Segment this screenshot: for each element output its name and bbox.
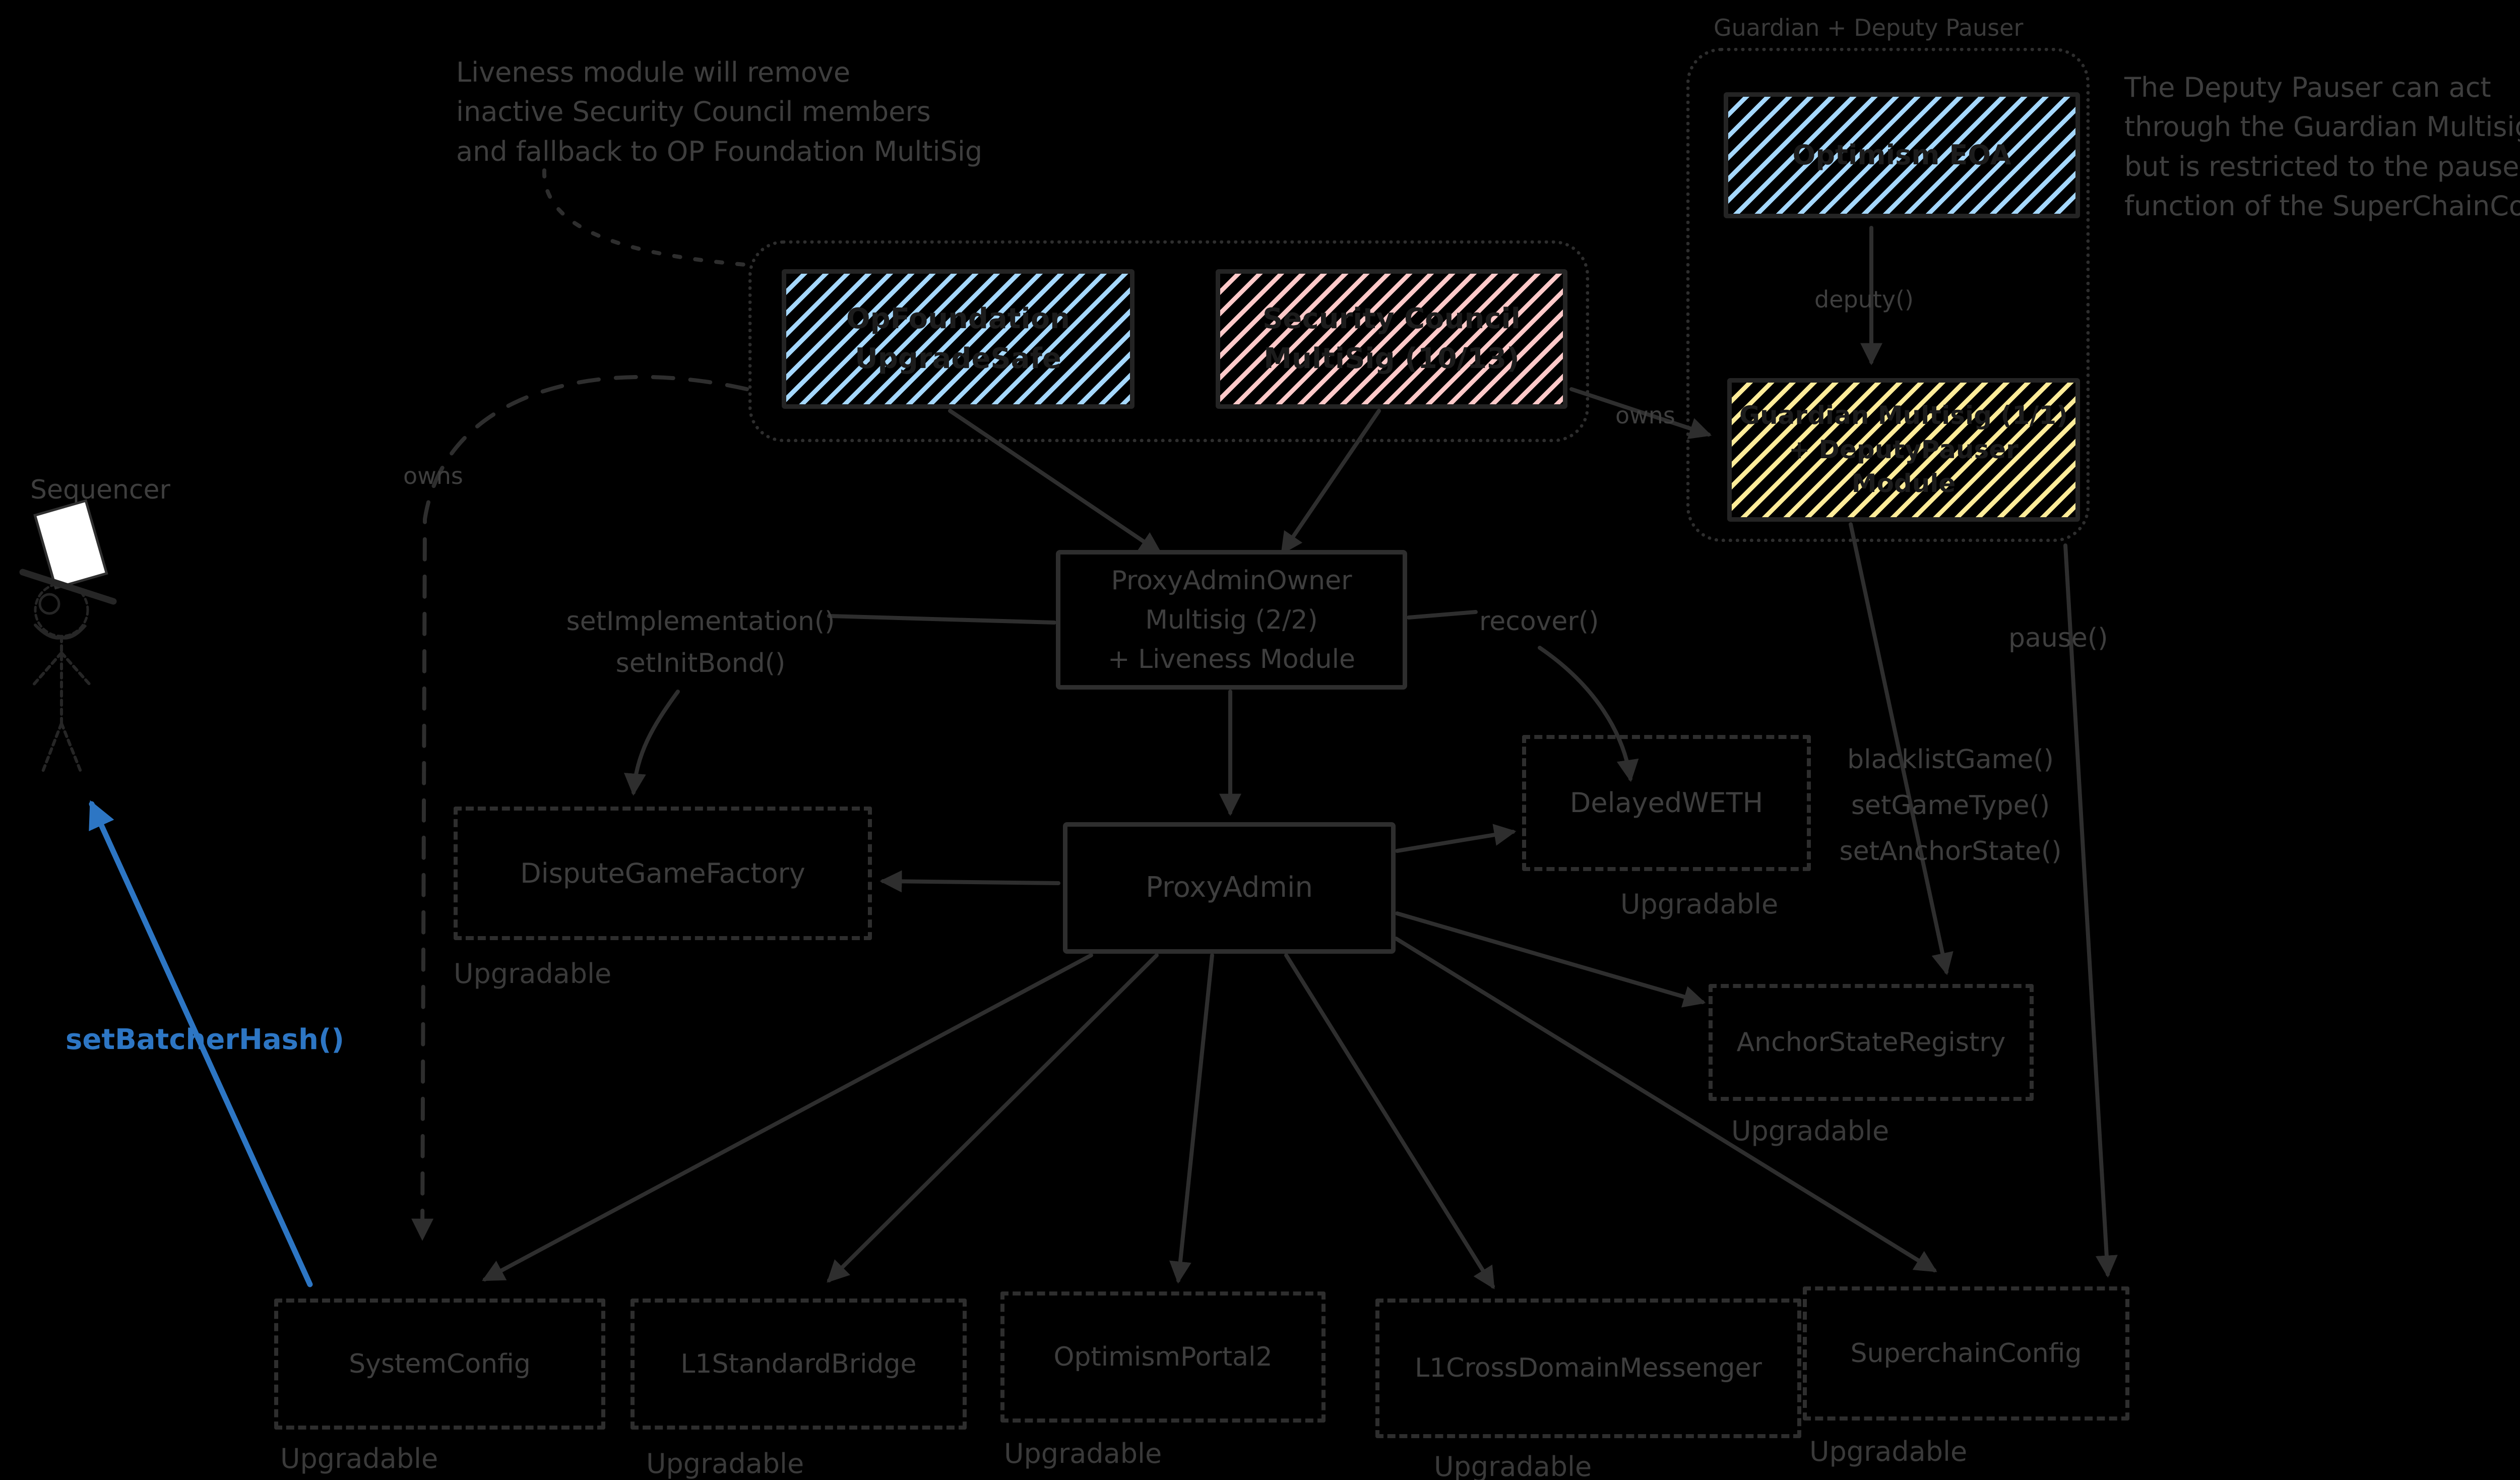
- edge-proxyadmin-to-l1standardbridge: [827, 953, 1159, 1283]
- edge-blacklist-to-anchorstateregistry: [1849, 522, 1954, 975]
- edge-proxyadmin-to-anchorstateregistry: [1395, 911, 1706, 1008]
- sequencer-label: Sequencer: [30, 475, 170, 505]
- note-deputy-pauser: The Deputy Pauser can act through the Gu…: [2124, 72, 2520, 222]
- node-optimism-portal2: OptimismPortal2: [1000, 1291, 1326, 1423]
- badge-upgradable-anchor-state-registry: Upgradable: [1731, 1115, 1889, 1147]
- node-optimism-eoa-label: Optimism EOA: [1792, 139, 2011, 171]
- sequencer-arm-left: [31, 651, 63, 687]
- node-superchain-config: SuperchainConfig: [1803, 1286, 2129, 1421]
- owner-multisig-group: [748, 240, 1589, 442]
- edge-setbatcherhash-arrow: [89, 800, 313, 1287]
- node-proxy-admin-owner: ProxyAdminOwner Multisig (2/2) + Livenes…: [1056, 550, 1407, 690]
- edge-label-set-batcher-hash: setBatcherHash(): [66, 1023, 345, 1056]
- edge-owns-right: [1569, 387, 1712, 440]
- node-l1-cross-domain-messenger: L1CrossDomainMessenger: [1375, 1299, 1801, 1438]
- node-l1-standard-bridge: L1StandardBridge: [631, 1299, 967, 1430]
- node-dispute-game-factory: DisputeGameFactory: [454, 807, 872, 940]
- edge-label-recover: recover(): [1479, 606, 1599, 637]
- node-guardian-multisig-label: Guardian Multisig (1/1) + DeputyPauser M…: [1739, 401, 2068, 499]
- badge-upgradable-dispute-game-factory: Upgradable: [454, 958, 612, 990]
- sequencer-monocle-icon: [38, 593, 60, 615]
- note-liveness-module: Liveness module will remove inactive Sec…: [456, 56, 983, 167]
- sequencer-top-hat-icon: [33, 499, 108, 590]
- edge-proxyadmin-to-disputegamefactory: [879, 870, 1060, 893]
- edge-proxyadmin-to-l1crossdomainmessenger: [1284, 953, 1495, 1289]
- edge-liveness-leader: [542, 168, 747, 267]
- node-proxy-admin: ProxyAdmin: [1063, 822, 1396, 954]
- badge-upgradable-superchain-config: Upgradable: [1809, 1436, 1968, 1467]
- node-op-foundation-label: OpFoundation UpgradeSafe: [846, 302, 1070, 375]
- sequencer-leg-left: [41, 722, 63, 773]
- edge-leader-recover: [1407, 610, 1478, 620]
- badge-upgradable-l1-standard-bridge: Upgradable: [646, 1448, 804, 1479]
- edge-label-deputy: deputy(): [1814, 286, 1914, 313]
- badge-upgradable-system-config: Upgradable: [280, 1443, 438, 1474]
- node-l1-cross-domain-messenger-label: L1CrossDomainMessenger: [1415, 1353, 1762, 1384]
- edge-proxyadmin-to-systemconfig: [482, 953, 1093, 1281]
- node-dispute-game-factory-label: DisputeGameFactory: [520, 857, 805, 889]
- edge-proxyadmin-to-optimismportal2: [1169, 953, 1214, 1284]
- node-anchor-state-registry: AnchorStateRegistry: [1709, 984, 2034, 1101]
- edge-proxyadmin-to-superchainconfig: [1394, 937, 1937, 1272]
- edge-label-set-implementation: setImplementation() setInitBond(): [566, 606, 835, 679]
- guardian-group-label: Guardian + Deputy Pauser: [1714, 14, 2024, 41]
- node-security-council-label: Security Council MultiSig (10/13): [1263, 302, 1521, 375]
- edge-leader-setimplementation: [827, 614, 1056, 625]
- node-system-config-label: SystemConfig: [349, 1348, 531, 1379]
- sequencer-figure: [19, 499, 117, 773]
- node-guardian-multisig: Guardian Multisig (1/1) + DeputyPauser M…: [1727, 378, 2080, 522]
- node-superchain-config-label: SuperchainConfig: [1850, 1338, 2082, 1369]
- edge-recover-to-delayedweth: [1538, 646, 1639, 782]
- node-l1-standard-bridge-label: L1StandardBridge: [680, 1348, 917, 1379]
- edge-label-owns-right: owns: [1615, 402, 1675, 429]
- guardian-deputy-group: [1686, 48, 2090, 542]
- node-proxy-admin-label: ProxyAdmin: [1146, 871, 1313, 904]
- node-optimism-eoa: Optimism EOA: [1724, 92, 2080, 218]
- edge-owns-left: [411, 375, 749, 1241]
- node-delayed-weth-label: DelayedWETH: [1569, 787, 1763, 819]
- edge-proxyadmin-to-delayedweth: [1395, 824, 1517, 853]
- edge-securitycouncil-to-proxyadminowner: [1281, 409, 1381, 555]
- edge-label-owns-left: owns: [403, 462, 463, 489]
- sequencer-leg-right: [60, 722, 82, 773]
- node-anchor-state-registry-label: AnchorStateRegistry: [1736, 1027, 2006, 1058]
- edge-label-game-admin: blacklistGame() setGameType() setAnchorS…: [1839, 745, 2062, 867]
- node-op-foundation-upgrade-safe: OpFoundation UpgradeSafe: [782, 269, 1135, 409]
- edge-setimplementation-to-disputegamefactory: [623, 690, 680, 796]
- badge-upgradable-optimism-portal2: Upgradable: [1004, 1438, 1162, 1469]
- sequencer-hat-brim: [19, 569, 117, 605]
- node-optimism-portal2-label: OptimismPortal2: [1053, 1341, 1273, 1372]
- node-delayed-weth: DelayedWETH: [1522, 735, 1811, 871]
- badge-upgradable-l1-cross-domain-messenger: Upgradable: [1434, 1451, 1592, 1480]
- node-security-council-multisig: Security Council MultiSig (10/13): [1216, 269, 1567, 409]
- badge-upgradable-delayed-weth: Upgradable: [1620, 888, 1779, 920]
- sequencer-arm-right: [60, 651, 92, 687]
- edge-label-pause: pause(): [2008, 623, 2108, 653]
- edge-opfoundation-to-proxyadminowner: [948, 409, 1162, 554]
- node-proxy-admin-owner-label: ProxyAdminOwner Multisig (2/2) + Livenes…: [1107, 565, 1356, 674]
- edge-pause-to-superchainconfig: [2063, 543, 2118, 1278]
- sequencer-mustache: [34, 624, 87, 640]
- node-system-config: SystemConfig: [274, 1299, 605, 1430]
